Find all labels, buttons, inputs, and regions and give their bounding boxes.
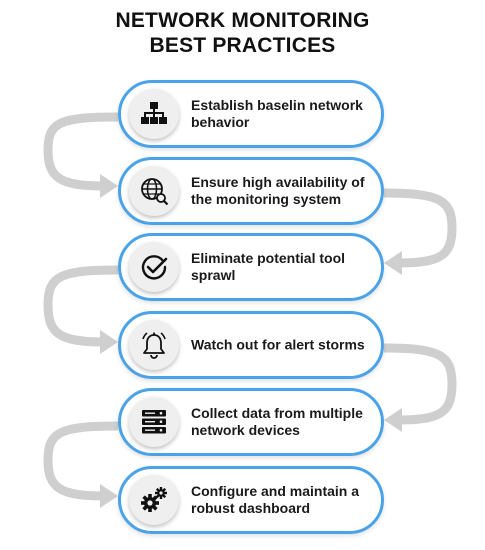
arrowhead-1-2: [100, 174, 118, 198]
step-card-1: Establish baselin network behavior: [118, 80, 384, 148]
step-card-4: Watch out for alert storms: [118, 311, 384, 379]
check-circle-icon: [129, 242, 179, 292]
title-line-1: NETWORK MONITORING: [115, 9, 370, 32]
network-hierarchy-icon: [129, 89, 179, 139]
step-card-6: Configure and maintain a robust dashboar…: [118, 466, 384, 534]
arrowhead-5-6: [100, 484, 118, 508]
step-card-3: Eliminate potential tool sprawl: [118, 233, 384, 301]
step-6-text: Configure and maintain a robust dashboar…: [191, 483, 360, 516]
globe-search-icon: [129, 166, 179, 216]
step-3-text: Eliminate potential tool sprawl: [191, 250, 346, 283]
diagram-title: NETWORK MONITORING BEST PRACTICES: [0, 8, 485, 58]
step-card-2: Ensure high availability of the monitori…: [118, 157, 384, 225]
server-stack-icon: [129, 397, 179, 447]
connector-3-4: [43, 265, 119, 347]
step-4-text: Watch out for alert storms: [191, 336, 365, 353]
step-5-text: Collect data from multiple network devic…: [191, 405, 363, 438]
connector-1-2: [43, 112, 119, 191]
step-card-5: Collect data from multiple network devic…: [118, 388, 384, 456]
alarm-bell-icon: [129, 320, 179, 370]
arrowhead-3-4: [100, 330, 118, 354]
step-1-text: Establish baselin network behavior: [191, 97, 363, 130]
connector-2-3: [383, 188, 457, 268]
arrowhead-2-3: [384, 251, 402, 275]
connector-5-6: [43, 421, 119, 501]
step-2-text: Ensure high availability of the monitori…: [191, 174, 365, 207]
connector-4-5: [383, 343, 457, 425]
arrowhead-4-5: [384, 408, 402, 432]
title-line-2: BEST PRACTICES: [149, 34, 336, 57]
gears-icon: [129, 475, 179, 525]
